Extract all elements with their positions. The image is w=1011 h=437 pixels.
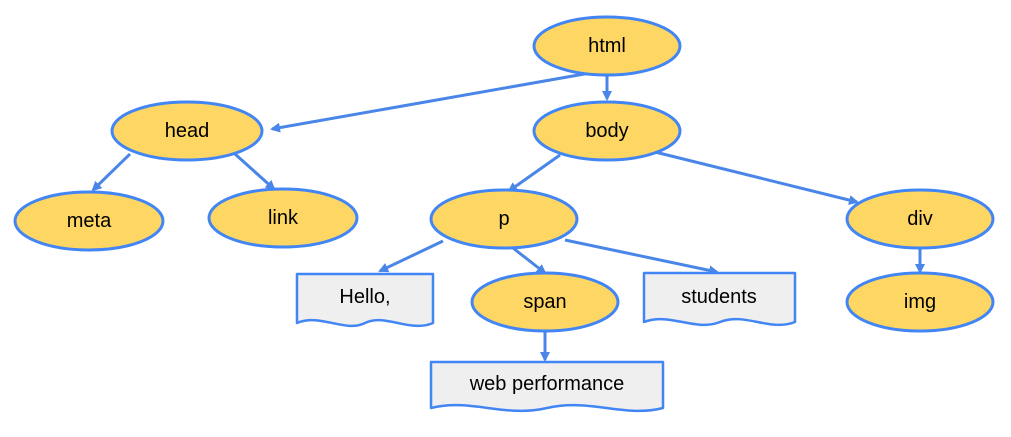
edge-head-meta: [91, 152, 132, 192]
node-p: p: [429, 188, 579, 250]
edge-html-head: [270, 71, 591, 133]
node-span: span: [470, 271, 620, 333]
node-meta-label: meta: [67, 210, 112, 232]
node-img-label: img: [904, 291, 936, 313]
node-body-label: body: [585, 120, 628, 142]
text-node-hello: Hello,: [295, 272, 435, 328]
node-html-label: html: [588, 35, 626, 57]
node-head: head: [110, 100, 264, 162]
node-head-label: head: [165, 120, 210, 142]
node-img: img: [845, 271, 995, 333]
text-node-students: students: [642, 271, 797, 327]
edge-body-div: [654, 150, 859, 205]
node-meta: meta: [13, 190, 165, 252]
node-link-label: link: [268, 207, 299, 229]
node-p-label: p: [498, 208, 509, 230]
text-node-students-label: students: [681, 286, 757, 308]
edge-head-link: [233, 152, 276, 191]
text-node-web-performance-label: web performance: [469, 373, 625, 395]
text-node-hello-label: Hello,: [339, 286, 390, 308]
node-div-label: div: [907, 208, 933, 230]
edge-p-span: [512, 246, 547, 275]
node-body: body: [532, 100, 682, 162]
edge-p-students: [564, 238, 719, 276]
text-node-web-performance: web performance: [429, 360, 665, 413]
node-div: div: [845, 188, 995, 250]
node-span-label: span: [523, 291, 566, 313]
edge-p-hello: [378, 239, 444, 273]
node-html: html: [532, 15, 682, 77]
node-link: link: [207, 187, 359, 249]
edge-body-p: [507, 153, 561, 193]
